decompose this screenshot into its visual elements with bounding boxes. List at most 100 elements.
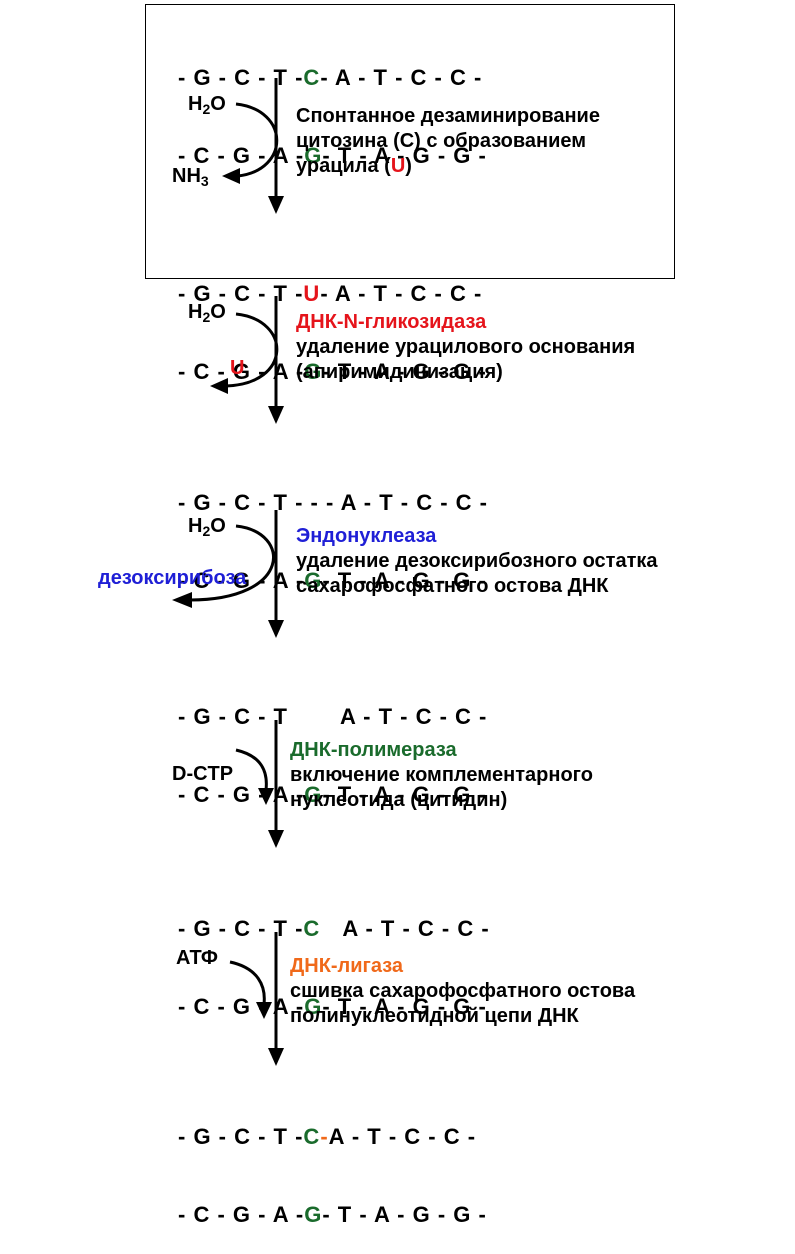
seq-part: - T - A - G - G - (322, 1202, 487, 1227)
water-label-2: H2O (188, 300, 226, 324)
desc-line: полинуклеотидной цепи ДНК (290, 1005, 579, 1027)
seq-part: - A - T - C - C - (320, 281, 483, 306)
o: O (210, 93, 226, 115)
glycosylase-arrows (210, 296, 284, 424)
dna-sequence-original: - G - C - T -C- A - T - C - C - - C - G … (178, 13, 487, 195)
guanine: G (304, 1202, 323, 1227)
sub: 2 (202, 309, 211, 325)
desc-line: (апиримидинизация) (296, 361, 503, 383)
desc-line: цитозина (С) с образованием (296, 130, 587, 152)
enzyme-name: ДНК-N-гликозидаза (296, 311, 487, 333)
seq-part: - G - C - T - (178, 1124, 304, 1149)
ligated-bond: - (320, 1124, 329, 1149)
desc-text: ) (405, 155, 412, 177)
water-label-3: H2O (188, 514, 226, 538)
guanine: G (304, 994, 323, 1019)
bottom-strand: - C - G - A -G- T - A - G - G - (178, 1202, 487, 1228)
seq-part: - C - G - A - (178, 1202, 305, 1227)
top-strand: - G - C - T -U- A - T - C - C - (178, 281, 487, 307)
h: H (188, 301, 203, 323)
desc-line: Спонтанное дезаминирование (296, 105, 600, 127)
desc-line: удаление дезоксирибозного остатка (296, 550, 658, 572)
guanine: G (304, 143, 323, 168)
uracil-letter: U (390, 155, 406, 177)
seq-part: - T - A - G - G - (322, 994, 487, 1019)
seq-part: - T - A - G - G - (322, 782, 487, 807)
seq-part: - C - G - A - (178, 568, 305, 593)
cytosine: C (303, 1124, 321, 1149)
seq-part: - T - A - G - G - (322, 143, 487, 168)
seq-part: - C - G - A - (178, 782, 305, 807)
desc-line: нуклеотида (цитидин) (290, 789, 508, 811)
polymerase-description: ДНК-полимераза включение комплементарног… (290, 738, 593, 813)
bottom-strand: - C - G - A -G- T - A - G - G - (178, 782, 487, 808)
desc-line: сахарофосфатного остова ДНК (296, 575, 609, 597)
seq-part: - G - C - T (178, 704, 288, 729)
dna-sequence-nick: - G - C - T -C A - T - C - C - - C - G - … (178, 864, 490, 1046)
polymerase-arrows (235, 720, 284, 848)
seq-part: - T - A - G - G - (322, 568, 487, 593)
h: H (188, 515, 203, 537)
seq-part: - T - A - G - G - (322, 359, 487, 384)
endonuclease-description: Эндонуклеаза удаление дезоксирибозного о… (296, 524, 658, 599)
desc-line: сшивка сахарофосфатного остова (290, 980, 636, 1002)
ligase-arrows (229, 932, 284, 1066)
curved-arrow-3 (189, 524, 275, 602)
uracil-released-label: U (230, 357, 245, 379)
guanine: G (304, 568, 323, 593)
glycosylase-description: ДНК-N-гликозидаза удаление урацилового о… (296, 310, 635, 385)
enzyme-name: ДНК-лигаза (290, 955, 404, 977)
top-strand: - G - C - T -C-A - T - C - C - (178, 1124, 487, 1150)
seq-part: A - T - C - C - (328, 1124, 477, 1149)
o: O (210, 515, 226, 537)
seq-part: - C - G - A - (178, 143, 305, 168)
curved-arrow-5 (229, 960, 266, 1005)
top-strand: - G - C - T -C- A - T - C - C - (178, 65, 487, 91)
ammonia-label: NH3 (172, 164, 209, 188)
deoxyribose-released-label: дезоксирибоза (98, 567, 247, 589)
seq-part: - C - G - A - (178, 994, 305, 1019)
deamination-arrows (222, 78, 284, 214)
sub: 2 (202, 523, 211, 539)
seq-part: - G - C - T - (178, 65, 304, 90)
bottom-strand: - C - G - A -G- T - A - G - G - (178, 994, 490, 1020)
curved-arrow-4 (235, 748, 268, 791)
desc-line: включение комплементарного (290, 764, 593, 786)
top-strand: - G - C - T - - - A - T - C - C - (178, 490, 488, 515)
seq-part: - G - C - T - (178, 916, 304, 941)
seq-part: - C - G - A - (178, 359, 305, 384)
seq-part: A - T - C - C - (342, 916, 490, 941)
dna-sequence-uracil: - G - C - T -U- A - T - C - C - - C - G … (178, 229, 487, 411)
desc-line: удаление урацилового основания (296, 336, 636, 358)
guanine: G (304, 782, 323, 807)
cytosine: C (303, 916, 321, 941)
curved-arrow-2 (225, 312, 279, 388)
bottom-strand: - C - G - A -G- T - A - G - G - (178, 568, 488, 594)
bottom-strand: - C - G - A -G- T - A - G - G - (178, 143, 487, 169)
enzyme-name: Эндонуклеаза (296, 525, 437, 547)
top-strand: - G - C - T -C A - T - C - C - (178, 916, 490, 942)
endonuclease-arrows (172, 510, 284, 638)
ligase-description: ДНК-лигаза сшивка сахарофосфатного остов… (290, 954, 635, 1029)
desc-line: урацила (U) (296, 154, 600, 179)
o: O (210, 301, 226, 323)
seq-part: A - T - C - C - (339, 704, 488, 729)
water-label-1: H2O (188, 92, 226, 116)
curved-arrow-1 (235, 102, 279, 178)
enzyme-name: ДНК-полимераза (290, 739, 457, 761)
initial-step-frame (145, 4, 675, 279)
nh: NH (172, 165, 201, 187)
atp-label: АТФ (176, 947, 218, 969)
dctp-label: D-CTP (172, 763, 234, 785)
cytosine: C (303, 65, 321, 90)
deamination-description: Спонтанное дезаминирование цитозина (С) … (296, 104, 600, 179)
repair-pathway-diagram (172, 78, 284, 1066)
bottom-strand: - C - G - A -G- T - A - G - G - (178, 359, 487, 385)
dna-sequence-abasic: - G - C - T - - - A - T - C - C - - C - … (178, 438, 488, 620)
sub: 2 (202, 101, 211, 117)
sub: 3 (200, 173, 209, 189)
dna-sequence-gap: - G - C - T A - T - C - C - - C - G - A -… (178, 652, 487, 834)
h: H (188, 93, 203, 115)
desc-text: урацила ( (296, 155, 391, 177)
